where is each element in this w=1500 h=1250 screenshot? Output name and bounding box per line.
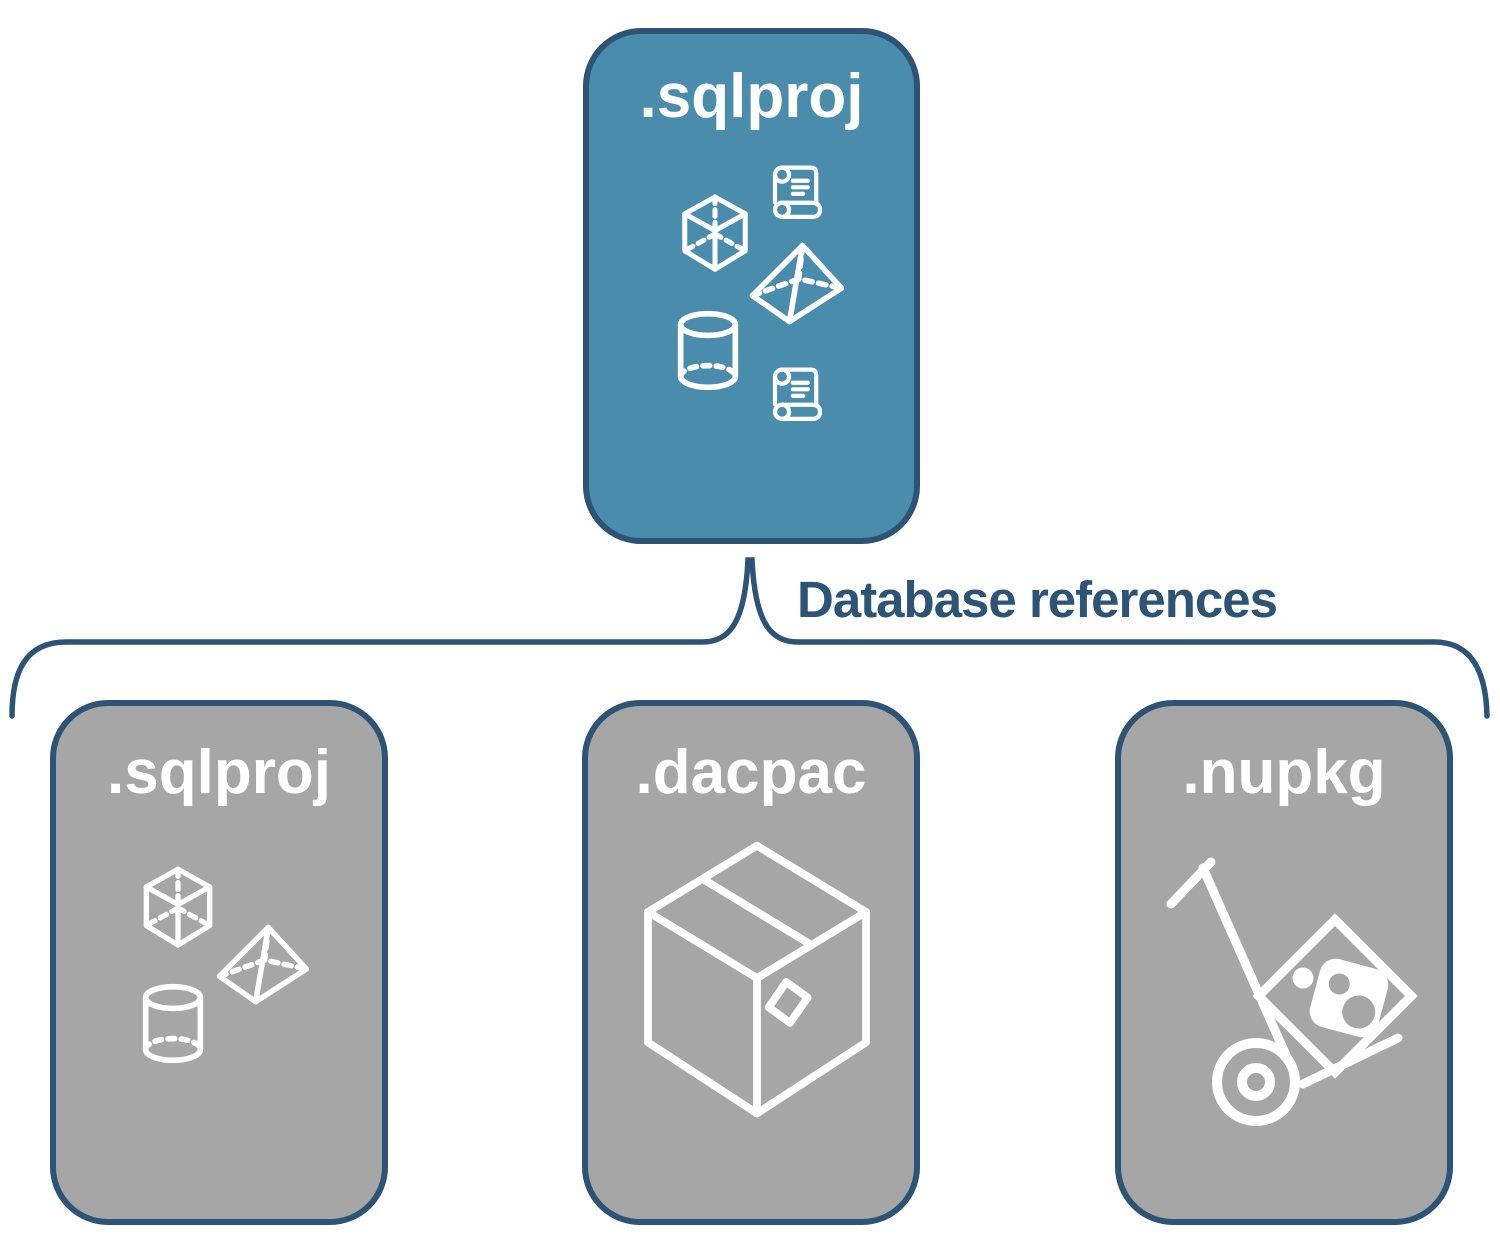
box-flap-seam — [698, 874, 816, 949]
cube-icon — [143, 866, 213, 948]
node-sqlproj-parent: .sqlproj — [583, 28, 920, 544]
hand-truck-package-icon — [1166, 857, 1418, 1126]
hand-truck-wheel — [1212, 1038, 1300, 1126]
pyramid-icon — [749, 242, 845, 325]
node-label: .dacpac — [635, 738, 867, 807]
box-label-diamond — [764, 978, 812, 1027]
node-sqlproj-child: .sqlproj — [50, 700, 388, 1225]
cube-icon — [682, 194, 748, 272]
node-label: .nupkg — [1182, 738, 1386, 807]
nuget-logo-dot — [1292, 967, 1314, 989]
hand-truck-shaft — [1198, 863, 1294, 1067]
connector-label: Database references — [797, 571, 1278, 628]
scroll-icon — [772, 165, 823, 219]
cylinder-icon — [142, 983, 204, 1064]
cylinder-icon — [677, 310, 739, 391]
scroll-icon — [772, 367, 823, 421]
hand-truck-wheel-hub — [1237, 1063, 1275, 1101]
package-box-icon — [644, 841, 870, 1118]
node-nupkg: .nupkg — [1115, 700, 1453, 1225]
nuget-logo — [1309, 958, 1389, 1038]
package-outline — [1252, 913, 1418, 1079]
node-label: .sqlproj — [107, 738, 331, 807]
node-label: .sqlproj — [639, 62, 864, 131]
pyramid-icon — [216, 924, 310, 1005]
node-dacpac: .dacpac — [582, 700, 920, 1225]
